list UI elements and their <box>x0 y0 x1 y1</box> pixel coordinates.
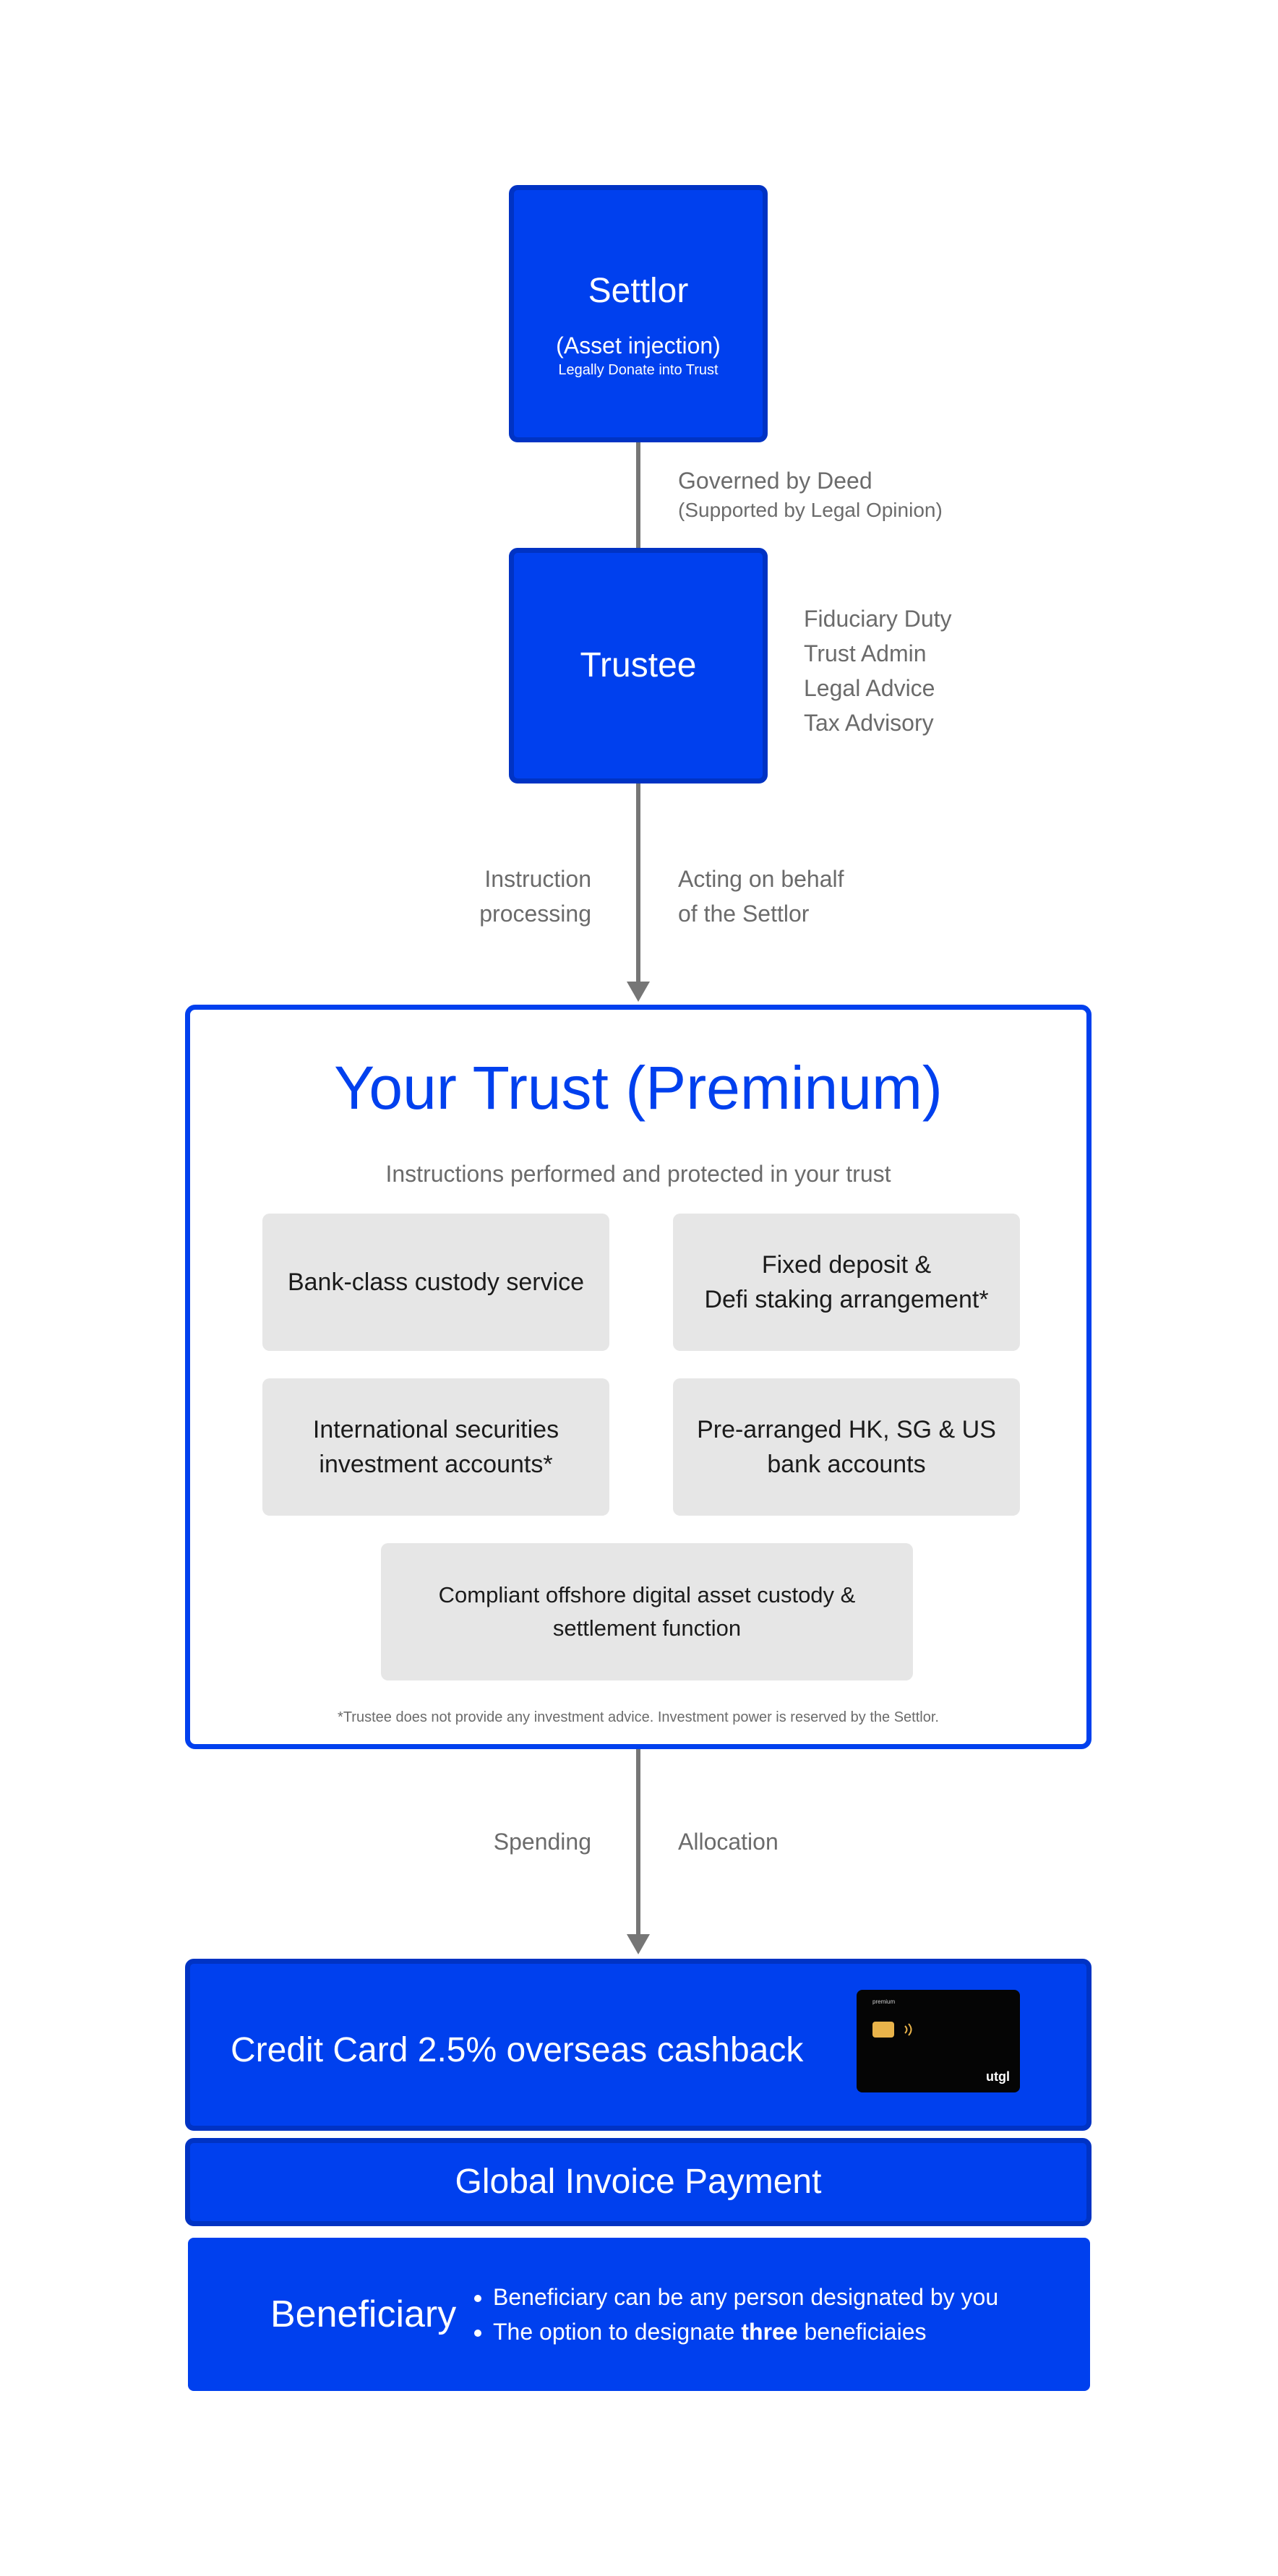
service-securities-line2: investment accounts* <box>319 1451 553 1478</box>
beneficiary-label: Beneficiary <box>270 2293 457 2335</box>
governed-by-deed-label: Governed by Deed (Supported by Legal Opi… <box>678 464 1054 523</box>
trustee-node: Trustee <box>509 548 768 783</box>
legal-opinion-text: (Supported by Legal Opinion) <box>678 499 943 521</box>
trustee-title: Trustee <box>580 646 697 684</box>
invoice-bar: Global Invoice Payment <box>185 2138 1092 2226</box>
service-custody-text: Bank-class custody service <box>287 1268 585 1296</box>
service-securities-line1: International securities <box>312 1416 559 1443</box>
settlor-subtitle: (Asset injection) <box>556 332 721 359</box>
beneficiary-details: Beneficiary can be any person designated… <box>470 2280 1077 2349</box>
beneficiary-bullets: Beneficiary can be any person designated… <box>470 2280 1077 2349</box>
connector-trustee-trust <box>636 783 640 986</box>
contactless-icon <box>903 2022 917 2038</box>
service-bank-accounts: Pre-arranged HK, SG & US bank accounts <box>673 1378 1020 1516</box>
settlor-ref-text: of the Settlor <box>678 901 810 927</box>
acting-on-behalf-label: Acting on behalf of the Settlor <box>678 862 967 931</box>
credit-card-bar: Credit Card 2.5% overseas cashback premi… <box>185 1959 1092 2131</box>
credit-card-label: Credit Card 2.5% overseas cashback <box>231 2031 804 2069</box>
bullet-2-after: beneficiaies <box>797 2319 927 2345</box>
arrow-into-outputs <box>627 1934 650 1954</box>
service-digital-asset-line2: settlement function <box>552 1615 742 1641</box>
invoice-label: Global Invoice Payment <box>455 2163 822 2201</box>
service-fixed-deposit-line2: Defi staking arrangement* <box>704 1286 989 1313</box>
duty-legal-advice: Legal Advice <box>804 675 935 701</box>
trust-title: Your Trust (Preminum) <box>334 1054 943 1122</box>
processing-text: processing <box>479 901 591 927</box>
chip-icon <box>872 2022 894 2038</box>
spending-label: Spending <box>493 1829 591 1855</box>
governed-by-deed-text: Governed by Deed <box>678 468 872 494</box>
acting-text: Acting on behalf <box>678 866 844 892</box>
bullet-2-before: The option to designate <box>493 2319 742 2345</box>
service-securities: International securities investment acco… <box>262 1378 609 1516</box>
instruction-text: Instruction <box>484 866 591 892</box>
arrow-into-trust <box>627 982 650 1002</box>
trustee-duties: Fiduciary Duty Trust Admin Legal Advice … <box>804 601 1093 740</box>
beneficiary-bullet-1: Beneficiary can be any person designated… <box>493 2280 1077 2314</box>
service-digital-asset-line1: Compliant offshore digital asset custody… <box>438 1582 856 1607</box>
service-custody: Bank-class custody service <box>262 1214 609 1351</box>
beneficiary-bar: Beneficiary Beneficiary can be any perso… <box>188 2238 1090 2391</box>
service-fixed-deposit-line1: Fixed deposit & <box>761 1251 932 1279</box>
trust-footnote: *Trustee does not provide any investment… <box>338 1709 939 1725</box>
duty-trust-admin: Trust Admin <box>804 640 927 666</box>
allocation-label: Allocation <box>678 1829 779 1855</box>
service-fixed-deposit: Fixed deposit & Defi staking arrangement… <box>673 1214 1020 1351</box>
connector-settlor-trustee <box>636 442 640 548</box>
card-tier-text: premium <box>872 1998 896 2005</box>
credit-card-image: premium utgl <box>857 1990 1020 2092</box>
service-digital-asset: Compliant offshore digital asset custody… <box>381 1543 913 1680</box>
settlor-node: Settlor (Asset injection) Legally Donate… <box>509 185 768 442</box>
service-bank-accounts-line2: bank accounts <box>767 1451 926 1478</box>
duty-tax-advisory: Tax Advisory <box>804 710 934 736</box>
settlor-title: Settlor <box>588 272 689 310</box>
trust-subtitle: Instructions performed and protected in … <box>385 1161 891 1187</box>
settlor-note: Legally Donate into Trust <box>558 362 719 378</box>
service-bank-accounts-line1: Pre-arranged HK, SG & US <box>697 1416 996 1443</box>
bullet-2-bold: three <box>741 2319 798 2345</box>
connector-trust-outputs <box>636 1749 640 1939</box>
beneficiary-bullet-2: The option to designate three beneficiai… <box>493 2314 1077 2349</box>
card-brand-text: utgl <box>986 2069 1010 2084</box>
duty-fiduciary: Fiduciary Duty <box>804 606 952 632</box>
trust-container: Your Trust (Preminum) Instructions perfo… <box>185 1005 1092 1749</box>
instruction-processing-label: Instruction processing <box>376 862 591 931</box>
